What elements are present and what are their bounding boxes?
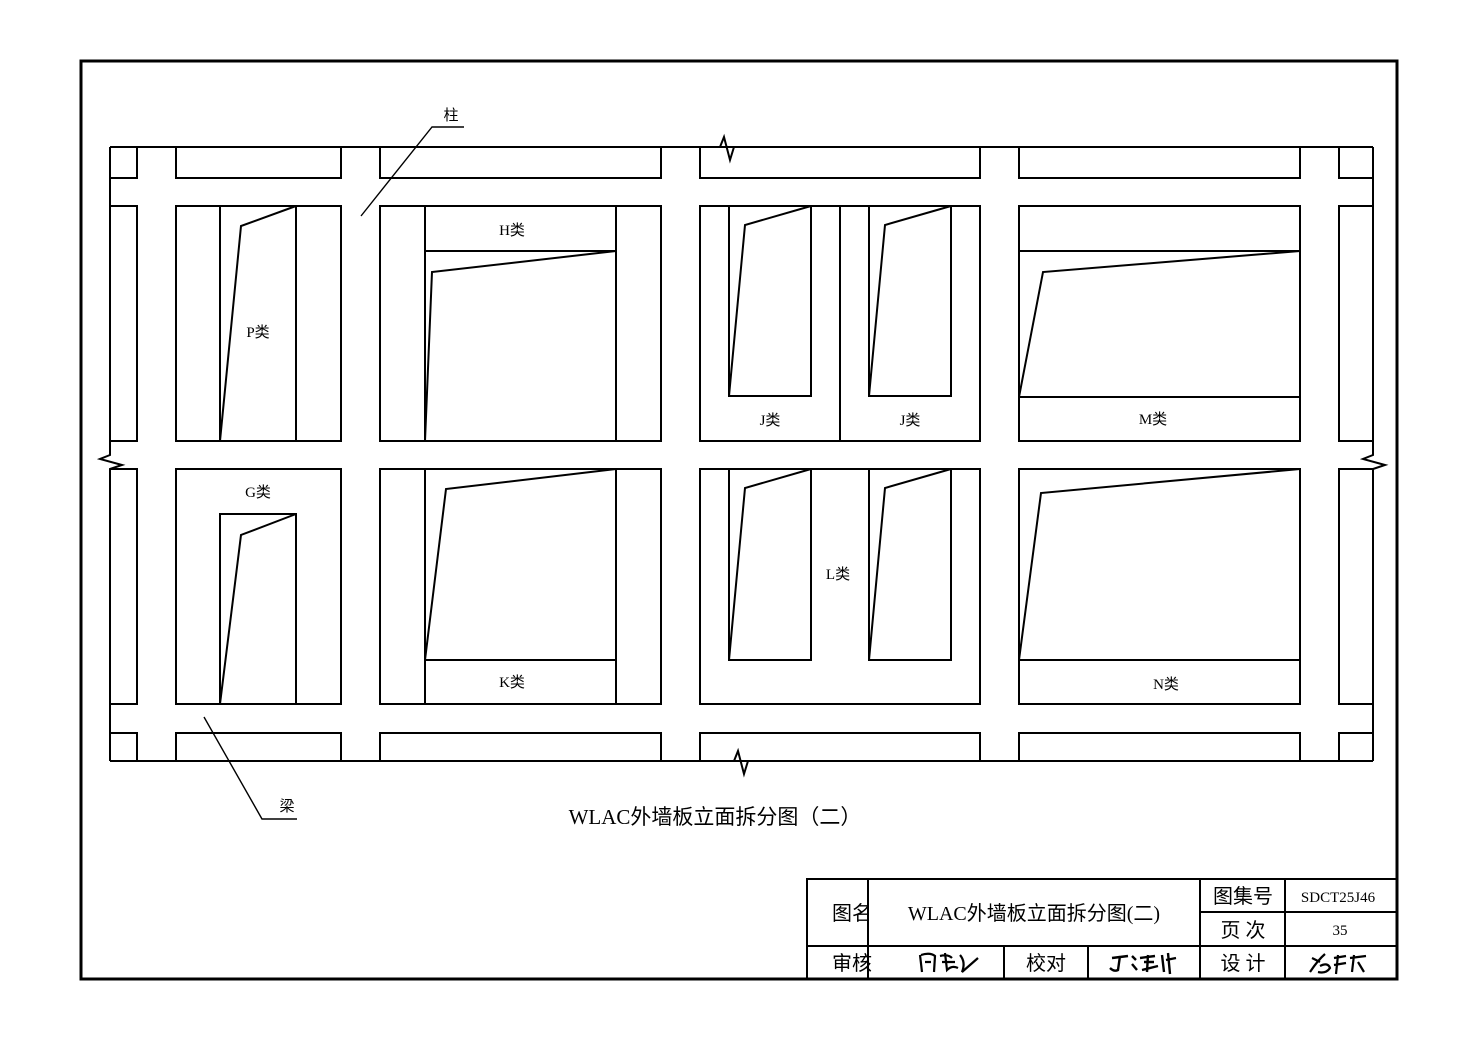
column-leader: 柱 xyxy=(360,107,464,217)
drawing-name-label: 图名 xyxy=(832,902,872,925)
edge-columns xyxy=(110,205,1373,705)
label-l: L类 xyxy=(826,566,850,583)
label-j-right: J类 xyxy=(900,412,921,429)
label-g: G类 xyxy=(245,484,271,501)
reviewer-signature xyxy=(918,952,979,973)
label-j-left: J类 xyxy=(760,412,781,429)
panel-h: H类 xyxy=(379,205,662,442)
top-beam-row xyxy=(110,146,1373,179)
drawing-frame xyxy=(79,59,1399,981)
page-label: 页 次 xyxy=(1221,919,1266,942)
label-n: N类 xyxy=(1153,676,1179,693)
checker-signature xyxy=(1109,952,1177,975)
drawing-name-value: WLAC外墙板立面拆分图(二) xyxy=(908,902,1160,925)
label-p: P类 xyxy=(246,324,269,341)
designer-signature xyxy=(1309,953,1367,975)
panel-j: J类 J类 xyxy=(699,205,981,442)
check-label: 校对 xyxy=(1026,952,1066,975)
panel-m: M类 xyxy=(1018,205,1301,442)
review-label: 审核 xyxy=(832,952,872,975)
drawing-outline xyxy=(96,133,1389,778)
panel-g: G类 xyxy=(175,468,342,705)
panel-p: P类 xyxy=(175,205,342,442)
atlas-number-value: SDCT25J46 xyxy=(1301,890,1376,906)
panel-n: N类 xyxy=(1018,468,1301,705)
label-column: 柱 xyxy=(443,107,458,124)
label-beam: 梁 xyxy=(279,798,294,815)
design-label: 设 计 xyxy=(1221,952,1266,975)
atlas-number-label: 图集号 xyxy=(1213,885,1273,908)
drawing-caption: WLAC外墙板立面拆分图（二） xyxy=(569,805,862,829)
label-m: M类 xyxy=(1139,411,1167,428)
beam-leader: 梁 xyxy=(203,716,297,820)
panel-l: L类 xyxy=(699,468,981,705)
bottom-beam-row xyxy=(110,732,1373,762)
title-block: 图名 WLAC外墙板立面拆分图(二) 图集号 SDCT25J46 页 次 35 … xyxy=(806,878,1398,980)
label-h: H类 xyxy=(499,222,525,239)
page-value: 35 xyxy=(1333,923,1348,939)
label-k: K类 xyxy=(499,674,525,691)
panel-k: K类 xyxy=(379,468,662,705)
